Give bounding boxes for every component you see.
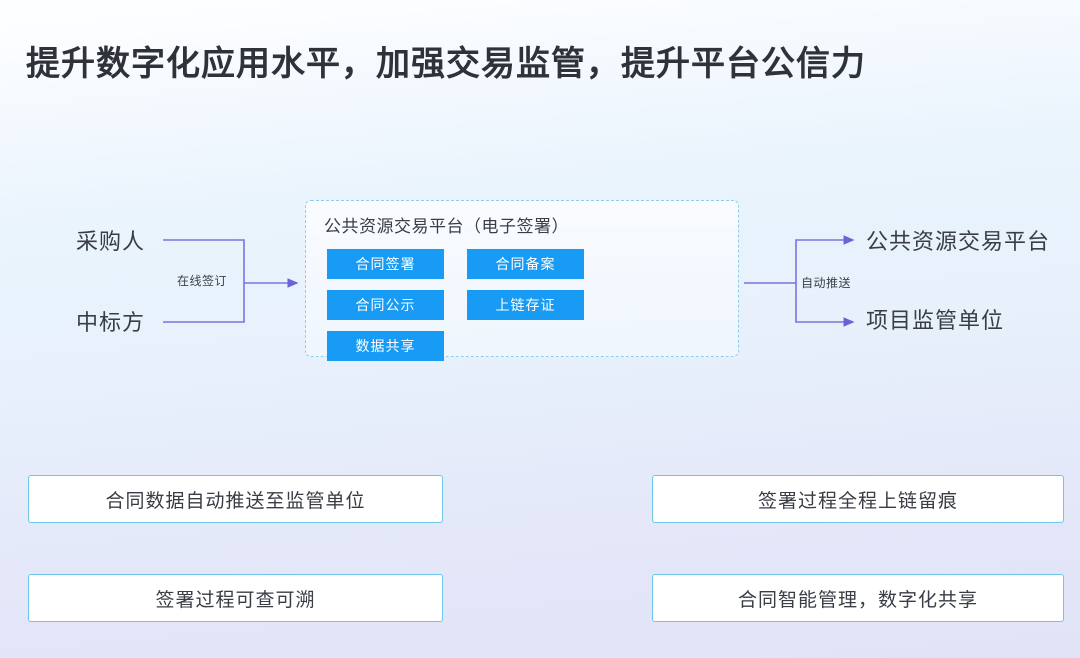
- platform-panel-title: 公共资源交易平台（电子签署）: [324, 217, 569, 236]
- node-public-resource-platform: 公共资源交易平台: [866, 229, 1051, 254]
- benefit-box-full-chain-trace: 签署过程全程上链留痕: [652, 475, 1064, 523]
- capability-chip-contract-filing[interactable]: 合同备案: [467, 249, 584, 279]
- page-title: 提升数字化应用水平，加强交易监管，提升平台公信力: [26, 45, 866, 83]
- platform-panel: 公共资源交易平台（电子签署） 合同签署 合同备案 合同公示 上链存证 数据共享: [305, 200, 739, 361]
- capability-chip-data-sharing[interactable]: 数据共享: [327, 331, 444, 361]
- capability-chip-contract-disclosure[interactable]: 合同公示: [327, 290, 444, 320]
- benefit-box-smart-contract-management: 合同智能管理，数字化共享: [652, 574, 1064, 622]
- capability-chip-group: 合同签署 合同备案 合同公示 上链存证 数据共享: [327, 249, 723, 361]
- connector-label-auto-push: 自动推送: [801, 276, 852, 290]
- node-bidder: 中标方: [76, 310, 146, 335]
- node-project-regulator: 项目监管单位: [866, 308, 1005, 333]
- capability-chip-contract-signing[interactable]: 合同签署: [327, 249, 444, 279]
- connector-label-online-signing: 在线签订: [177, 274, 228, 288]
- node-purchaser: 采购人: [76, 229, 146, 254]
- benefit-box-traceable-process: 签署过程可查可溯: [28, 574, 443, 622]
- benefit-box-auto-push-to-regulator: 合同数据自动推送至监管单位: [28, 475, 443, 523]
- capability-chip-blockchain-evidence[interactable]: 上链存证: [467, 290, 584, 320]
